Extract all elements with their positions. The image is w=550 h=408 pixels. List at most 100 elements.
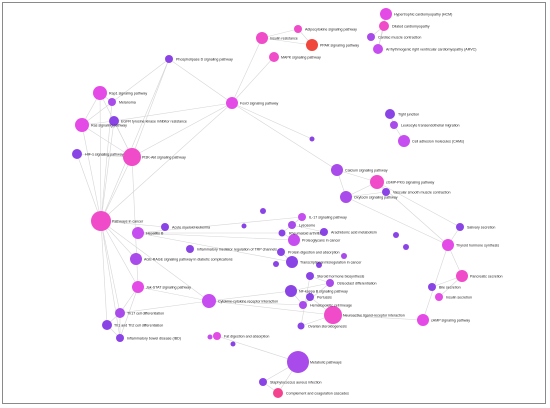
node-osteo[interactable]	[326, 279, 334, 287]
node-fat[interactable]	[213, 332, 221, 340]
node-label-calcium: Calcium signaling pathway	[345, 169, 388, 173]
node-label-pertussis: Pertussis	[317, 296, 332, 300]
node-inflam[interactable]	[186, 245, 194, 253]
node-metab[interactable]	[287, 351, 309, 373]
node-egfr[interactable]	[109, 116, 119, 126]
node-complement[interactable]	[273, 388, 283, 398]
node-ppar[interactable]	[306, 39, 318, 51]
edge-lyso-arach	[291, 224, 325, 233]
node-label-th17: Th17 cell differentiation	[127, 312, 164, 316]
node-neuro[interactable]	[324, 306, 342, 324]
node-label-cancer: Pathways in cancer	[112, 220, 144, 224]
node-label-cam: Cell adhesion molecules (CAMs)	[412, 140, 464, 144]
node-label-oxyt: Oxytocin signaling pathway	[354, 196, 398, 200]
node-cam[interactable]	[398, 135, 410, 147]
label-layer: Hypertrophic cardiomyopathy (HCM)Dilated…	[85, 13, 503, 396]
node-th17[interactable]	[115, 308, 125, 318]
node-dcm[interactable]	[379, 21, 389, 31]
node-u1[interactable]	[309, 136, 315, 142]
node-transmis[interactable]	[286, 256, 298, 268]
node-hif1[interactable]	[72, 149, 82, 159]
node-pld[interactable]	[165, 55, 173, 63]
node-rap1[interactable]	[93, 86, 107, 100]
node-label-osteo: Osteoclast differentiation	[337, 282, 377, 286]
node-hbv[interactable]	[132, 227, 144, 239]
node-label-neuro: Neuroactive ligand-receptor interaction	[343, 314, 405, 318]
node-cgmp[interactable]	[370, 175, 384, 189]
node-oxyt[interactable]	[340, 191, 352, 203]
node-hemato[interactable]	[299, 301, 307, 309]
node-label-lyso: Lysosome	[299, 224, 315, 228]
edge-pi3k-jak	[131, 156, 139, 288]
node-pertussis[interactable]	[306, 293, 314, 301]
node-foxo[interactable]	[226, 97, 238, 109]
edge-cancer-cytokine	[100, 220, 210, 302]
node-label-jak: Jak-STAT signaling pathway	[146, 286, 191, 290]
edge-metab-fat	[216, 335, 299, 363]
edge-cancer-rap1	[99, 92, 102, 222]
node-label-ras: Ras signaling pathway	[91, 124, 127, 128]
node-pi3k[interactable]	[123, 148, 141, 166]
node-u4[interactable]	[403, 244, 409, 250]
node-arvc[interactable]	[373, 44, 383, 54]
edge-cancer-pi3k	[100, 156, 133, 222]
edge-cancer-egfr	[100, 120, 115, 222]
node-il17[interactable]	[298, 213, 306, 221]
node-melanoma[interactable]	[108, 98, 116, 106]
node-u3[interactable]	[393, 232, 399, 238]
edge-hbv-transmis	[137, 232, 293, 263]
node-age[interactable]	[130, 253, 142, 265]
node-thyroid[interactable]	[442, 239, 454, 251]
node-bile[interactable]	[428, 283, 436, 291]
node-u2[interactable]	[260, 208, 266, 214]
edge-cancer-ras	[81, 124, 102, 222]
node-u6[interactable]	[273, 261, 279, 267]
node-label-hbv: Hepatitis B	[146, 232, 164, 236]
node-insres[interactable]	[256, 32, 268, 44]
node-label-fat: Fat digestion and absorption	[224, 335, 269, 339]
node-cardiac[interactable]	[367, 33, 375, 41]
node-ibd[interactable]	[116, 334, 124, 342]
node-proteo[interactable]	[288, 234, 300, 246]
edge-jak-cytokine	[137, 286, 210, 302]
node-u9[interactable]	[207, 334, 213, 340]
node-tight[interactable]	[385, 109, 395, 119]
node-prot_dig[interactable]	[277, 248, 285, 256]
node-u8[interactable]	[241, 223, 247, 229]
node-lyso[interactable]	[288, 221, 296, 229]
node-camp[interactable]	[417, 314, 429, 326]
edge-cancer-th1	[100, 220, 108, 326]
node-arach[interactable]	[320, 228, 328, 236]
node-ras[interactable]	[75, 118, 89, 132]
node-pancreatic[interactable]	[456, 270, 468, 282]
node-aml[interactable]	[161, 223, 169, 231]
node-label-cardiac: Cardiac muscle contraction	[378, 36, 421, 40]
node-th1[interactable]	[102, 320, 112, 330]
node-mapk[interactable]	[269, 52, 279, 62]
node-u10[interactable]	[230, 341, 236, 347]
node-label-aml: Acute myeloid leukemia	[172, 226, 210, 230]
node-ovarian[interactable]	[297, 322, 305, 330]
node-label-insres: Insulin resistance	[270, 37, 298, 41]
node-label-vsmc: Vascular smooth muscle contraction	[393, 191, 450, 195]
node-calcium[interactable]	[331, 164, 343, 176]
edge-cancer-th17	[100, 220, 121, 314]
node-staph[interactable]	[259, 378, 267, 386]
node-u5[interactable]	[341, 253, 347, 259]
node-salivary[interactable]	[456, 223, 464, 231]
node-rheum[interactable]	[278, 229, 286, 237]
node-label-arvc: Arrhythmogenic right ventricular cardiom…	[386, 48, 476, 52]
node-leuko[interactable]	[390, 121, 398, 129]
edge-osteo-nfkb	[290, 282, 331, 292]
node-insulin_sec[interactable]	[435, 293, 443, 301]
node-adipo[interactable]	[294, 25, 302, 33]
node-steroid[interactable]	[306, 272, 314, 280]
node-u7[interactable]	[316, 262, 322, 268]
node-jak[interactable]	[132, 281, 144, 293]
node-vsmc[interactable]	[382, 188, 390, 196]
node-cancer[interactable]	[91, 211, 111, 231]
node-hcm[interactable]	[380, 8, 392, 20]
node-nfkb[interactable]	[285, 285, 297, 297]
node-cytokine[interactable]	[202, 294, 216, 308]
